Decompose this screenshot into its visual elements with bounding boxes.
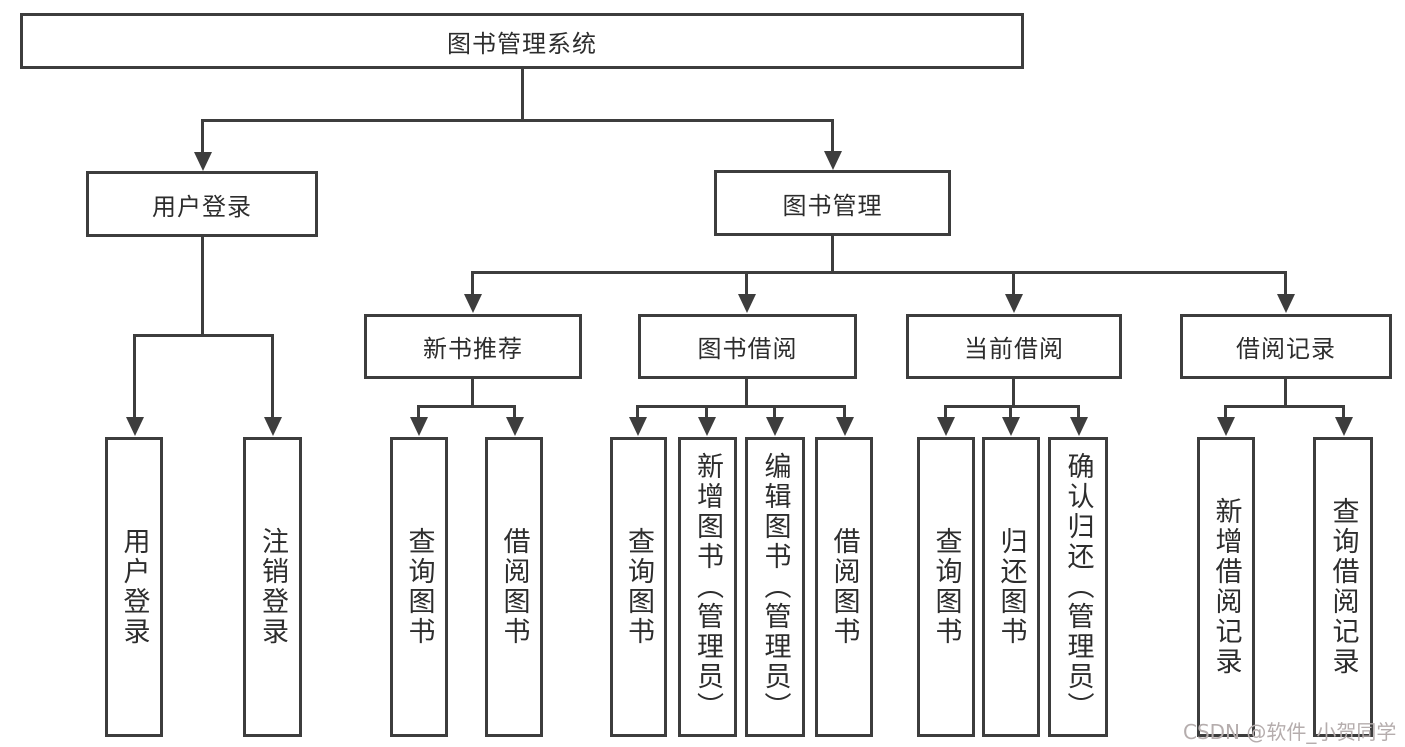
leaf-label: 用户登录 xyxy=(118,527,150,647)
connector xyxy=(831,236,834,274)
arrow-down-icon xyxy=(464,294,482,313)
connector xyxy=(1009,405,1012,419)
connector xyxy=(944,405,947,419)
leaf-user-login: 用户登录 xyxy=(105,437,163,737)
leaf-recommend-borrow-books: 借阅图书 xyxy=(485,437,543,737)
arrow-down-icon xyxy=(629,417,647,436)
node-current-borrow: 当前借阅 xyxy=(906,314,1122,379)
leaf-borrow-add-books-admin: 新增图书（管理员） xyxy=(678,437,737,737)
connector xyxy=(745,379,748,408)
node-new-book-recommend: 新书推荐 xyxy=(364,314,582,379)
connector xyxy=(417,405,420,419)
connector xyxy=(521,69,524,121)
leaf-label: 新增图书（管理员） xyxy=(692,452,723,722)
connector xyxy=(133,334,274,337)
leaf-current-return-books: 归还图书 xyxy=(982,437,1040,737)
leaf-label: 查询图书 xyxy=(403,527,435,647)
connector xyxy=(471,379,474,408)
arrow-down-icon xyxy=(937,417,955,436)
arrow-down-icon xyxy=(1277,294,1295,313)
leaf-label: 查询图书 xyxy=(930,527,962,647)
arrow-down-icon xyxy=(836,417,854,436)
connector xyxy=(1224,405,1345,408)
arrow-down-icon xyxy=(698,417,716,436)
arrow-down-icon xyxy=(738,294,756,313)
leaf-logout: 注销登录 xyxy=(243,437,302,737)
arrow-down-icon xyxy=(1217,417,1235,436)
leaf-current-query-books: 查询图书 xyxy=(917,437,975,737)
node-book-management: 图书管理 xyxy=(714,170,951,236)
connector xyxy=(201,119,204,153)
leaf-label: 归还图书 xyxy=(995,527,1027,647)
arrow-down-icon xyxy=(1005,294,1023,313)
connector xyxy=(636,405,846,408)
arrow-down-icon xyxy=(1335,417,1353,436)
connector xyxy=(1284,271,1287,296)
arrow-down-icon xyxy=(194,152,212,171)
arrow-down-icon xyxy=(410,417,428,436)
connector xyxy=(944,405,1080,408)
watermark-csdn: CSDN @软件_小贺同学 xyxy=(1183,720,1397,744)
leaf-borrow-query-books: 查询图书 xyxy=(610,437,667,737)
arrow-down-icon xyxy=(506,417,524,436)
connector xyxy=(1077,405,1080,419)
connector xyxy=(773,405,776,419)
connector xyxy=(201,237,204,337)
arrow-down-icon xyxy=(766,417,784,436)
root-node-library-system: 图书管理系统 xyxy=(20,13,1024,69)
leaf-current-confirm-return-admin: 确认归还（管理员） xyxy=(1048,437,1108,737)
arrow-down-icon xyxy=(264,417,282,436)
node-book-borrow: 图书借阅 xyxy=(638,314,857,379)
connector xyxy=(471,271,1287,274)
connector xyxy=(636,405,639,419)
leaf-borrow-edit-books-admin: 编辑图书（管理员） xyxy=(745,437,805,737)
connector xyxy=(831,119,834,153)
leaf-label: 新增借阅记录 xyxy=(1210,497,1242,677)
arrow-down-icon xyxy=(824,151,842,170)
leaf-label: 查询图书 xyxy=(623,527,654,647)
leaf-label: 注销登录 xyxy=(257,527,288,647)
connector xyxy=(201,119,834,122)
leaf-label: 编辑图书（管理员） xyxy=(759,452,791,722)
connector xyxy=(1012,271,1015,296)
node-user-login: 用户登录 xyxy=(86,171,318,237)
connector xyxy=(271,334,274,418)
arrow-down-icon xyxy=(1070,417,1088,436)
connector xyxy=(1012,379,1015,408)
leaf-label: 借阅图书 xyxy=(498,527,530,647)
connector xyxy=(1284,379,1287,408)
leaf-label: 确认归还（管理员） xyxy=(1062,452,1094,722)
connector xyxy=(513,405,516,419)
leaf-records-query-record: 查询借阅记录 xyxy=(1313,437,1373,737)
arrow-down-icon xyxy=(126,417,144,436)
connector xyxy=(843,405,846,419)
connector xyxy=(417,405,516,408)
connector xyxy=(1224,405,1227,419)
connector xyxy=(471,271,474,296)
connector xyxy=(705,405,708,419)
leaf-records-add-record: 新增借阅记录 xyxy=(1197,437,1255,737)
leaf-label: 查询借阅记录 xyxy=(1327,497,1359,677)
leaf-label: 借阅图书 xyxy=(828,527,860,647)
leaf-borrow-borrow-books: 借阅图书 xyxy=(815,437,873,737)
connector xyxy=(1342,405,1345,419)
arrow-down-icon xyxy=(1002,417,1020,436)
node-borrow-records: 借阅记录 xyxy=(1180,314,1392,379)
connector xyxy=(745,271,748,296)
connector xyxy=(133,334,136,418)
leaf-recommend-query-books: 查询图书 xyxy=(390,437,448,737)
